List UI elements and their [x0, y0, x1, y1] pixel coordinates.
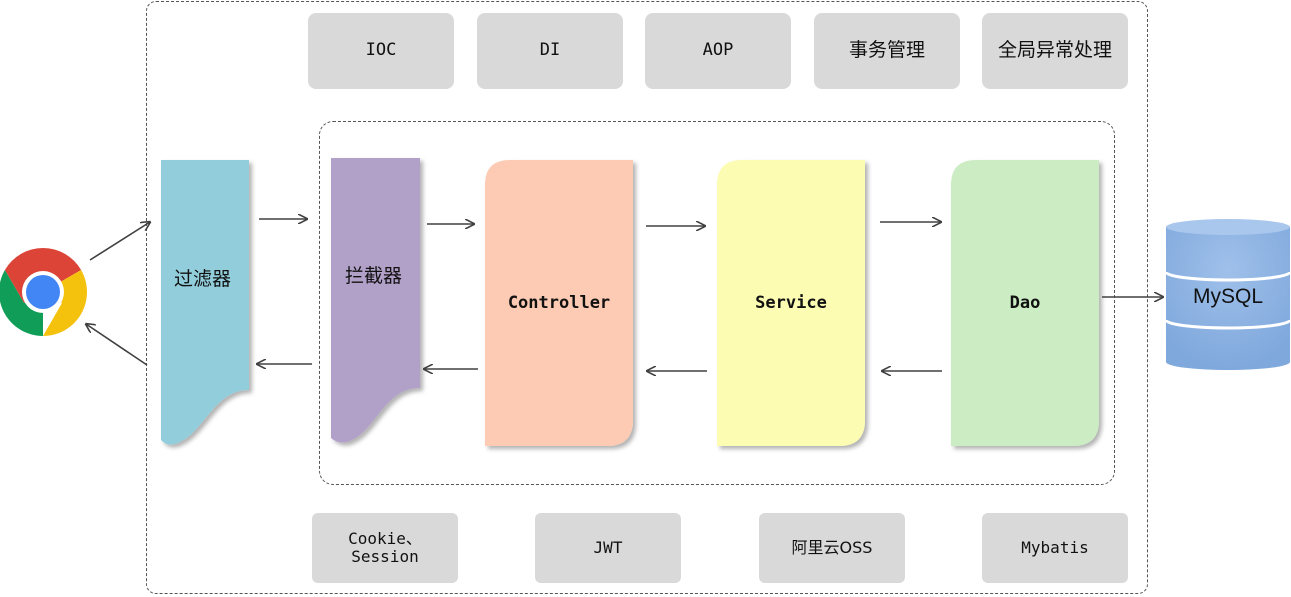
arrow-filter-to-browser — [86, 324, 148, 366]
service-label: Service — [755, 293, 827, 313]
filter-label: 过滤器 — [174, 268, 232, 290]
inner-frame — [319, 121, 1115, 485]
controller-label: Controller — [507, 293, 611, 313]
interceptor-block — [331, 158, 420, 443]
controller-block — [485, 160, 633, 446]
tag-session-line: Session — [351, 547, 419, 566]
tag-jwt: JWT — [535, 513, 681, 583]
tag-cookie-line: Cookie、 — [348, 528, 422, 548]
mysql-database-icon — [1164, 219, 1291, 370]
arrow-browser-to-filter — [89, 222, 150, 261]
dao-label: Dao — [1009, 293, 1041, 313]
chrome-icon — [0, 248, 87, 336]
filter-block — [161, 160, 249, 445]
tag-cookie-session: Cookie、 Session — [312, 513, 458, 583]
dao-block — [951, 160, 1099, 446]
tag-mybatis: Mybatis — [982, 513, 1128, 583]
tag-transaction: 事务管理 — [814, 13, 960, 89]
tag-ioc: IOC — [308, 13, 454, 89]
tag-aliyun-oss: 阿里云OSS — [759, 513, 905, 583]
interceptor-label: 拦截器 — [345, 265, 403, 287]
service-block — [717, 160, 865, 446]
mysql-label: MySQL — [1192, 285, 1263, 308]
tag-global-exception: 全局异常处理 — [982, 13, 1128, 89]
tag-di: DI — [477, 13, 623, 89]
tag-aop: AOP — [645, 13, 791, 89]
